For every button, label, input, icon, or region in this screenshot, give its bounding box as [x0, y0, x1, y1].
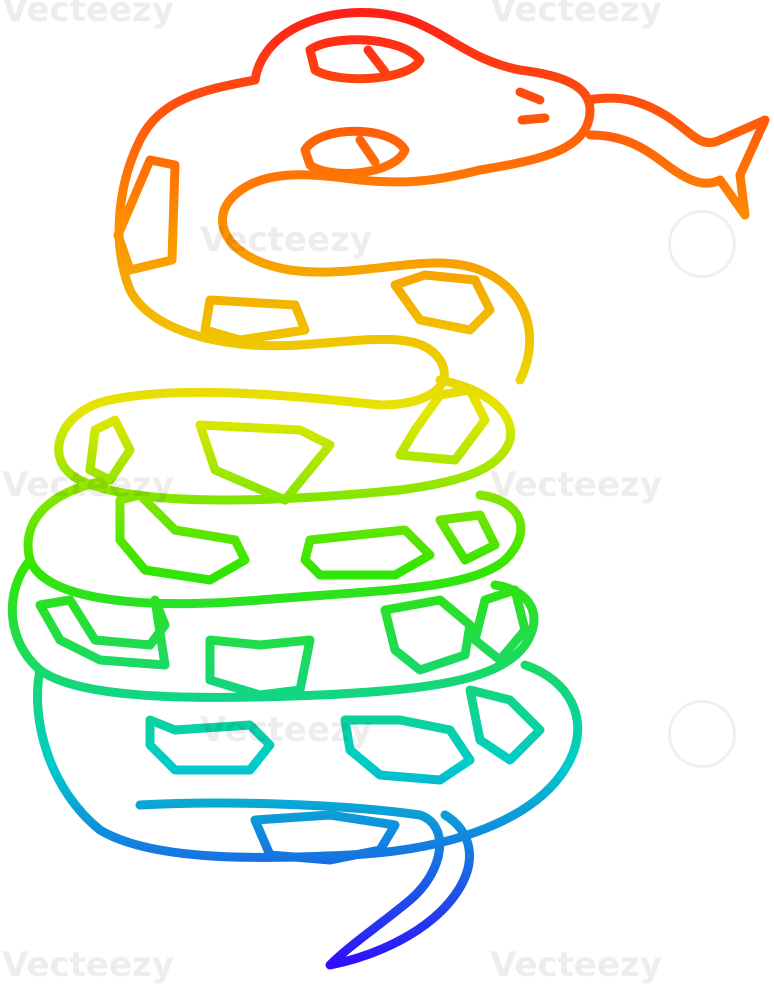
- snake-tail: [135, 798, 474, 970]
- snake-spot: [205, 635, 315, 700]
- snake-spot: [340, 715, 475, 785]
- snake-spot: [435, 510, 500, 565]
- snake-spot: [465, 685, 545, 765]
- snake-spot: [113, 155, 180, 275]
- snake-spot: [380, 595, 475, 675]
- snake-head-top: [114, 75, 449, 410]
- snake-spot: [250, 810, 400, 865]
- snake-spot: [395, 385, 490, 465]
- snake-spot: [390, 270, 495, 335]
- snake-eye-lower: [300, 126, 410, 178]
- snake-pupil-lower: [355, 135, 380, 167]
- snake-coil-2: [23, 475, 526, 609]
- snake-spot: [35, 595, 170, 670]
- snake-spot: [470, 585, 530, 665]
- snake-eye-top: [305, 35, 425, 84]
- snake-spot: [300, 525, 435, 580]
- snake-pupil-top: [363, 45, 390, 77]
- snake-spot: [200, 295, 310, 345]
- snake-spot: [145, 715, 275, 775]
- snake-head-outline: [218, 8, 595, 385]
- snake-coil-1: [54, 375, 516, 505]
- snake-spot: [195, 420, 335, 505]
- snake-nostril-2: [517, 113, 550, 125]
- snake-nostril-1: [515, 87, 545, 105]
- snake-spot: [115, 490, 250, 585]
- snake-spot: [85, 415, 135, 485]
- snake-tongue: [583, 93, 770, 220]
- snake-coil-3: [7, 555, 539, 702]
